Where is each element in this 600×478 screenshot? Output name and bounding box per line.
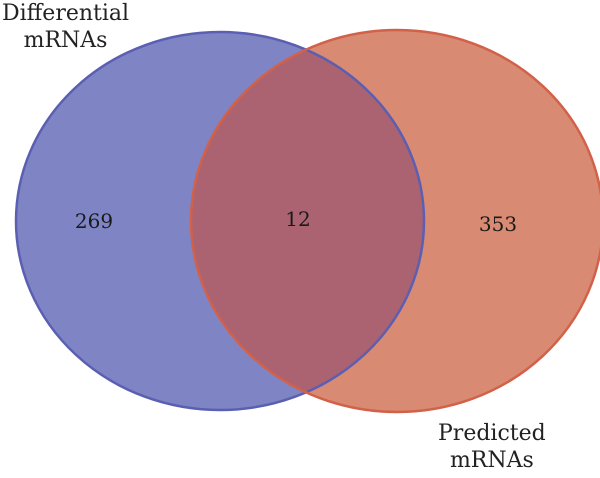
count-differential-only: 269 (74, 209, 114, 233)
set-label-line: mRNAs (449, 448, 534, 473)
count-intersection: 12 (285, 207, 311, 231)
intersection-region (191, 32, 424, 410)
set-outline-differential-mrnas (14, 30, 426, 412)
set-label-line: mRNAs (23, 28, 108, 53)
count-predicted-only: 353 (478, 212, 518, 236)
set-label-line: Predicted (438, 421, 546, 446)
set-label-line: Differential (2, 1, 130, 26)
set-outline-predicted-mrnas (189, 28, 600, 414)
set-label-predicted-mrnas: Predicted mRNAs (438, 420, 546, 474)
set-label-differential-mrnas: Differential mRNAs (2, 0, 129, 54)
